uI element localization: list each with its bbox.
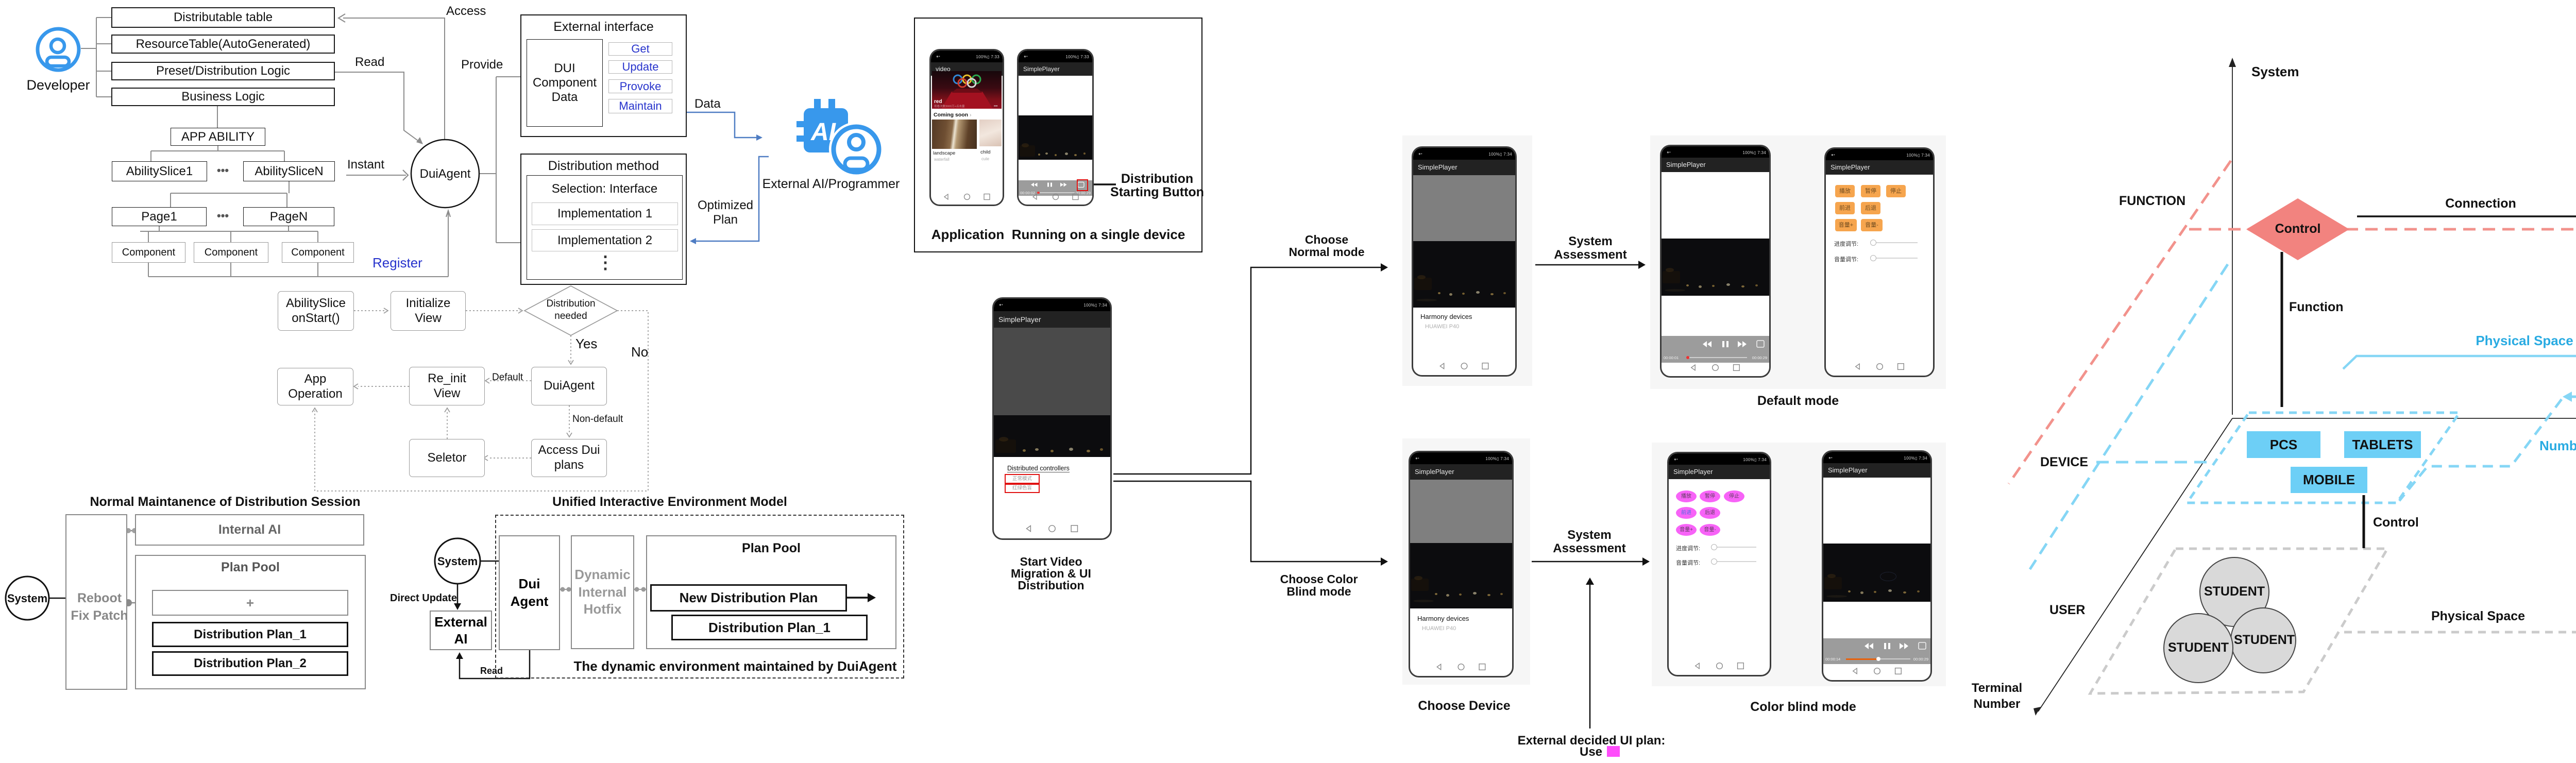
svg-text:观看次数3000万+点击量: 观看次数3000万+点击量 bbox=[934, 104, 965, 108]
svg-text:red: red bbox=[934, 99, 942, 105]
svg-text:•••: ••• bbox=[994, 105, 998, 108]
